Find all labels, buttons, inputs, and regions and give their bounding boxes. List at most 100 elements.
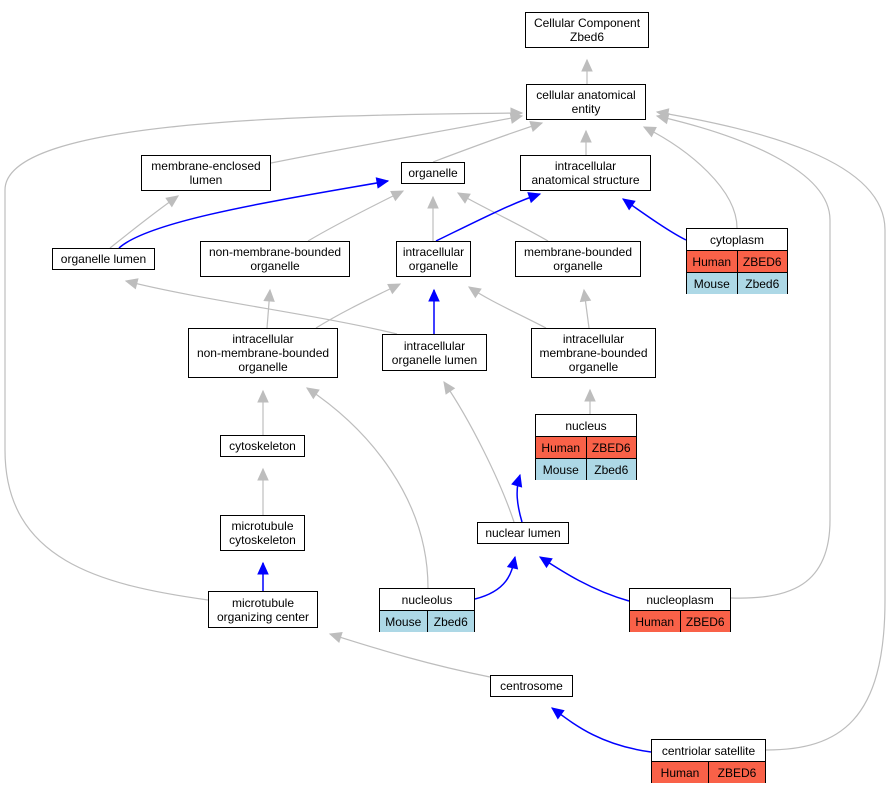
edge-ol-to-org — [118, 177, 390, 249]
species-cell: Mouse — [687, 273, 737, 294]
node-intracellular-organelle[interactable]: intracellular organelle — [396, 241, 471, 277]
node-cellular-component[interactable]: Cellular Component Zbed6 — [525, 12, 649, 48]
node-label: membrane-enclosed lumen — [151, 159, 261, 187]
gene-cell: Zbed6 — [736, 273, 787, 294]
arrowhead — [579, 288, 592, 303]
edge-nucleoplasm-to-cae — [655, 112, 831, 599]
node-cellular-anatomical-entity[interactable]: cellular anatomical entity — [526, 84, 646, 120]
gene-cell: Zbed6 — [585, 459, 636, 480]
node-cytoplasm[interactable]: cytoplasm Human ZBED6 Mouse Zbed6 — [686, 228, 788, 294]
arrowhead — [305, 387, 320, 400]
node-centrosome[interactable]: centrosome — [490, 675, 573, 697]
arrowhead — [622, 198, 636, 211]
arrowhead — [467, 286, 482, 299]
species-cell: Human — [687, 251, 737, 272]
node-organelle-lumen[interactable]: organelle lumen — [52, 248, 155, 270]
node-label: microtubule organizing center — [216, 595, 310, 624]
edge-io-to-org — [427, 195, 439, 241]
edge-ol-to-mel — [109, 195, 179, 249]
arrowhead — [328, 631, 343, 644]
arrowhead — [551, 707, 565, 720]
edge-nl-to-nucleus — [511, 473, 523, 523]
arrowhead — [580, 129, 592, 143]
arrowhead — [443, 380, 456, 395]
node-nuclear-lumen[interactable]: nuclear lumen — [477, 522, 569, 544]
edge-nucleolus-to-nl — [474, 555, 519, 600]
node-organelle[interactable]: organelle — [401, 162, 465, 184]
gene-cell: ZBED6 — [708, 762, 765, 783]
node-label: microtubule cytoskeleton — [229, 519, 296, 547]
node-label: centriolar satellite — [661, 743, 756, 758]
edge-centrosome-to-mtoc — [328, 631, 491, 678]
edge-nucleoplasm-to-nl — [538, 556, 630, 602]
arrowhead — [511, 473, 523, 488]
node-label: organelle lumen — [60, 252, 147, 266]
annotation-row-mouse: Mouse Zbed6 — [687, 272, 787, 294]
node-label: non-membrane-bounded organelle — [208, 245, 342, 273]
arrowhead — [581, 58, 593, 72]
node-cytoskeleton[interactable]: cytoskeleton — [220, 435, 305, 457]
node-label: nucleus — [565, 418, 607, 433]
edge-nucleus-to-imbo — [584, 388, 596, 414]
edge-cs-to-cae — [655, 108, 886, 751]
node-label: cytoskeleton — [229, 439, 296, 453]
node-nucleoplasm[interactable]: nucleoplasm Human ZBED6 — [629, 588, 731, 632]
gene-cell: ZBED6 — [585, 437, 636, 458]
arrowhead — [584, 388, 596, 402]
node-label: cellular anatomical entity — [536, 88, 636, 116]
edge-cs-to-centrosome — [551, 707, 652, 753]
annotation-row-mouse: Mouse Zbed6 — [536, 458, 636, 480]
arrowhead — [390, 190, 405, 202]
arrowhead — [375, 177, 390, 189]
edge-ias-to-cae — [580, 129, 592, 155]
annotation-row-mouse: Mouse Zbed6 — [380, 610, 474, 632]
edge-mtoc-to-mtc — [257, 561, 269, 591]
node-label: intracellular membrane-bounded organelle — [539, 332, 648, 374]
edge-io-to-ias — [435, 192, 542, 242]
arrowhead — [257, 389, 269, 403]
node-label: membrane-bounded organelle — [523, 245, 633, 273]
annotation-row-human: Human ZBED6 — [687, 250, 787, 272]
edge-imbo-to-io — [467, 286, 547, 329]
node-label: intracellular organelle lumen — [391, 338, 478, 367]
gene-cell: ZBED6 — [736, 251, 787, 272]
annotation-row-human: Human ZBED6 — [536, 436, 636, 458]
arrowhead — [124, 278, 139, 290]
species-cell: Mouse — [380, 611, 427, 632]
edge-iol-to-ol — [124, 278, 398, 335]
edge-imbo-to-mbo — [579, 288, 592, 329]
edge-inmbo-to-io — [315, 283, 402, 329]
node-label: intracellular anatomical structure — [531, 159, 640, 187]
node-label: Cellular Component Zbed6 — [533, 16, 641, 44]
arrowhead — [263, 288, 275, 302]
node-label: nucleolus — [401, 592, 453, 607]
arrowhead — [642, 126, 657, 138]
edge-cyto-to-ias — [622, 198, 687, 241]
node-intracellular-anatomical-structure[interactable]: intracellular anatomical structure — [520, 155, 651, 191]
node-label: centrosome — [500, 679, 563, 693]
edge-org-to-cae — [432, 120, 544, 163]
edge-iol-to-io — [428, 288, 440, 334]
node-nucleolus[interactable]: nucleolus Mouse Zbed6 — [379, 588, 475, 632]
node-membrane-enclosed-lumen[interactable]: membrane-enclosed lumen — [141, 155, 271, 191]
node-intracellular-membrane-bounded-organelle[interactable]: intracellular membrane-bounded organelle — [531, 328, 656, 378]
edge-mel-to-cae — [270, 112, 524, 164]
node-label: organelle — [408, 166, 458, 180]
node-intracellular-organelle-lumen[interactable]: intracellular organelle lumen — [382, 334, 487, 371]
node-microtubule-organizing-center[interactable]: microtubule organizing center — [208, 591, 318, 628]
node-nucleus[interactable]: nucleus Human ZBED6 Mouse Zbed6 — [535, 414, 637, 480]
node-centriolar-satellite[interactable]: centriolar satellite Human ZBED6 — [651, 739, 766, 783]
edge-nmbo-to-org — [307, 190, 405, 242]
arrowhead — [529, 120, 544, 132]
node-intracellular-non-membrane-bounded-organelle[interactable]: intracellular non-membrane-bounded organ… — [188, 328, 338, 378]
annotation-row-human: Human ZBED6 — [652, 761, 765, 783]
species-cell: Mouse — [536, 459, 586, 480]
node-membrane-bounded-organelle[interactable]: membrane-bounded organelle — [515, 241, 641, 277]
arrowhead — [538, 556, 553, 569]
node-label: nuclear lumen — [485, 526, 561, 540]
arrowhead — [257, 561, 269, 575]
node-non-membrane-bounded-organelle[interactable]: non-membrane-bounded organelle — [200, 241, 350, 277]
arrowhead — [506, 555, 519, 570]
node-microtubule-cytoskeleton[interactable]: microtubule cytoskeleton — [220, 515, 305, 551]
